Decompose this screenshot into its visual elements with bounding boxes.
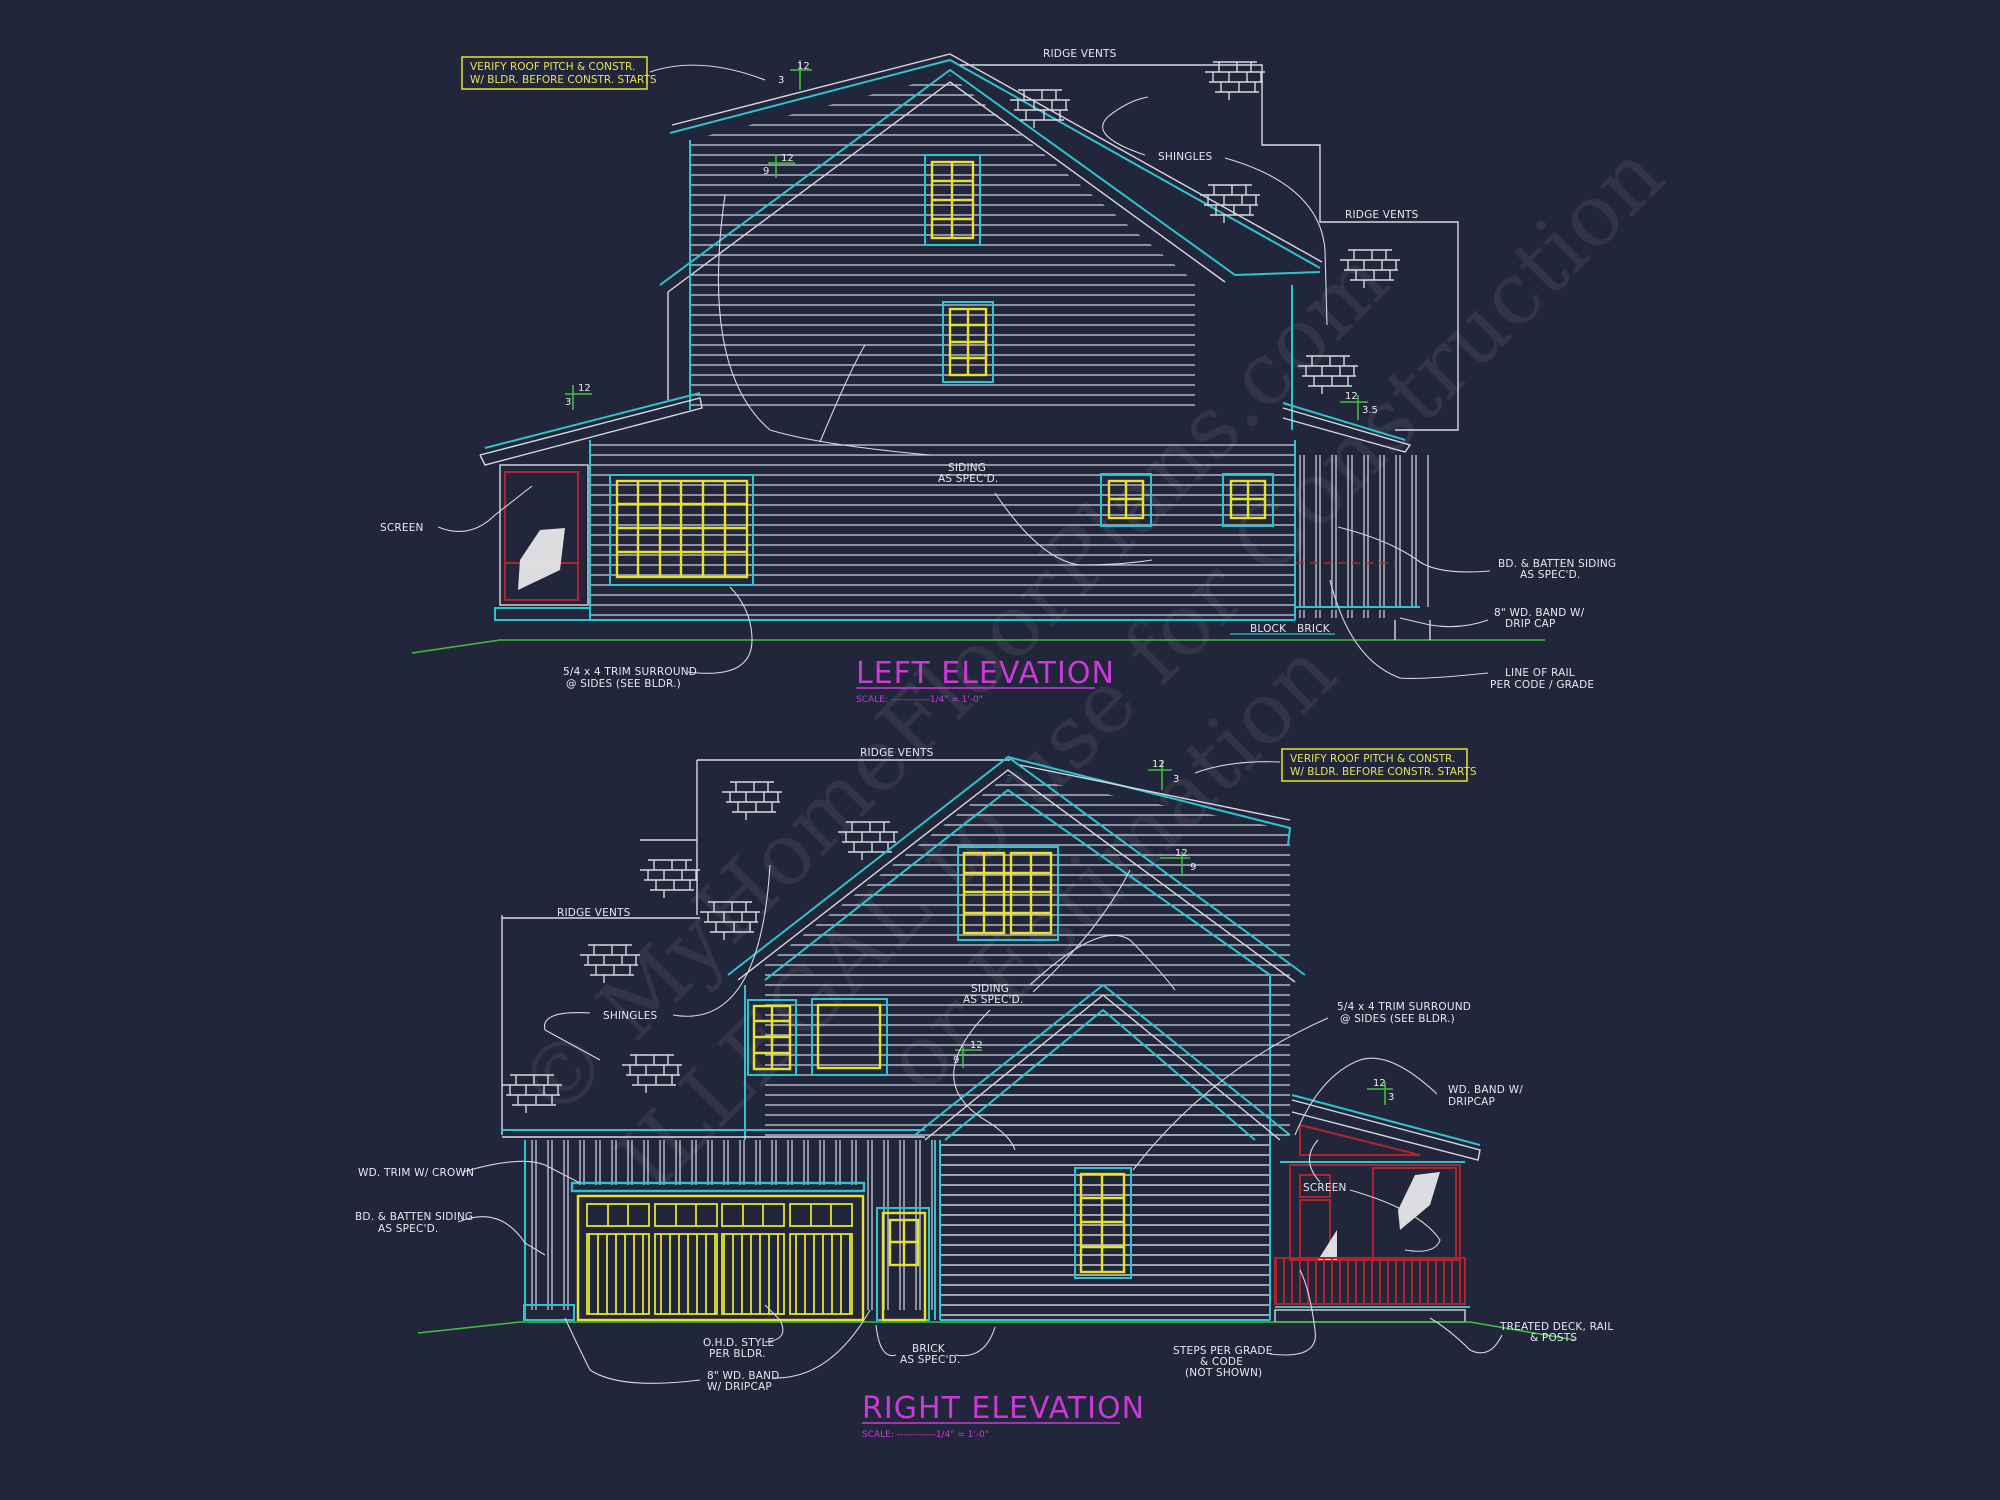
svg-text:3: 3 (778, 75, 784, 86)
left-screen-porch (499, 464, 589, 606)
label-line-of-rail: LINE OF RAIL (1505, 667, 1575, 679)
left-window-triple (609, 474, 754, 586)
svg-text:12: 12 (1373, 1078, 1386, 1089)
right-elevation: VERIFY ROOF PITCH & CONSTR. W/ BLDR. BEF… (355, 747, 1613, 1440)
label-siding: AS SPEC'D. (963, 994, 1023, 1006)
svg-text:3: 3 (1173, 774, 1179, 785)
label-treated-deck: TREATED DECK, RAIL (1499, 1321, 1613, 1333)
svg-text:12: 12 (1345, 391, 1358, 402)
label-block: BLOCK (1250, 623, 1287, 635)
left-elevation-title: LEFT ELEVATION (856, 656, 1115, 691)
label-screen: SCREEN (380, 522, 424, 534)
svg-text:3: 3 (1388, 1092, 1394, 1103)
label-ridge-vents: RIDGE VENTS (1043, 48, 1117, 60)
right-window-picture (811, 998, 888, 1076)
left-window-small-2 (1222, 473, 1274, 527)
svg-text:12: 12 (1152, 759, 1165, 770)
label-wd-band-dripcap: DRIPCAP (1448, 1096, 1495, 1108)
label-steps: STEPS PER GRADE (1173, 1345, 1273, 1357)
label-bd-batten: AS SPEC'D. (1520, 569, 1580, 581)
label-treated-deck: & POSTS (1530, 1332, 1577, 1344)
right-screen-porch (1274, 1094, 1481, 1323)
left-window-small-1 (1100, 473, 1152, 527)
left-note-box: VERIFY ROOF PITCH & CONSTR. W/ BLDR. BEF… (461, 56, 657, 90)
left-lower-siding (590, 440, 1295, 620)
right-note-box: VERIFY ROOF PITCH & CONSTR. W/ BLDR. BEF… (1281, 748, 1477, 782)
label-line-of-rail: PER CODE / GRADE (1490, 679, 1594, 691)
label-siding: SIDING (971, 983, 1009, 995)
label-band-drip: DRIP CAP (1505, 618, 1556, 630)
right-window-cross-gable (1074, 1167, 1132, 1279)
pitch-mark: 12 3 (1148, 759, 1179, 790)
right-ridge-vent-panel (501, 759, 1010, 1135)
svg-text:3.5: 3.5 (1362, 405, 1378, 416)
svg-text:VERIFY ROOF PITCH & CONSTR.: VERIFY ROOF PITCH & CONSTR. (1290, 753, 1455, 765)
label-brick: AS SPEC'D. (900, 1354, 960, 1366)
left-elevation-scale: SCALE: ------------1/4" = 1'-0" (856, 695, 983, 705)
svg-text:12: 12 (797, 61, 810, 72)
pitch-mark: 12 3 (778, 60, 812, 90)
label-wd-trim-crown: WD. TRIM W/ CROWN (358, 1167, 474, 1179)
right-grade-line (417, 1321, 1576, 1341)
label-wd-band-dripcap: WD. BAND W/ (1448, 1084, 1523, 1096)
svg-text:12: 12 (781, 153, 794, 164)
label-steps: & CODE (1200, 1356, 1243, 1368)
svg-text:9: 9 (763, 166, 769, 177)
svg-text:W/ BLDR. BEFORE CONSTR. STARTS: W/ BLDR. BEFORE CONSTR. STARTS (1290, 766, 1477, 778)
label-shingles: SHINGLES (1158, 151, 1213, 163)
label-ridge-vents: RIDGE VENTS (1345, 209, 1419, 221)
label-bd-batten: BD. & BATTEN SIDING (355, 1211, 473, 1223)
pitch-mark: 129 (1160, 848, 1196, 875)
svg-text:W/ BLDR. BEFORE CONSTR. STARTS: W/ BLDR. BEFORE CONSTR. STARTS (470, 74, 657, 86)
label-brick: BRICK (912, 1343, 946, 1355)
label-bd-batten: AS SPEC'D. (378, 1223, 438, 1235)
label-ohd-style: O.H.D. STYLE (703, 1337, 774, 1349)
label-siding: AS SPEC'D. (938, 473, 998, 485)
label-wd-band-drip: 8" WD. BAND (707, 1370, 780, 1382)
pitch-mark: 12 3 (565, 383, 592, 410)
label-brick: BRICK (1297, 623, 1331, 635)
pitch-mark: 123.5 (1340, 391, 1378, 420)
label-shingles: SHINGLES (603, 1010, 658, 1022)
label-ridge-vents: RIDGE VENTS (860, 747, 934, 759)
pitch-mark: 123 (1367, 1078, 1394, 1105)
svg-text:12: 12 (1175, 848, 1188, 859)
svg-text:3: 3 (565, 397, 571, 408)
label-trim-surround: 5/4 x 4 TRIM SURROUND (563, 666, 697, 678)
left-elevation: VERIFY ROOF PITCH & CONSTR. W/ BLDR. BEF… (380, 48, 1616, 705)
label-trim-surround: @ SIDES (SEE BLDR.) (1340, 1013, 1455, 1025)
label-wd-band-drip: W/ DRIPCAP (707, 1381, 772, 1393)
svg-text:12: 12 (578, 383, 591, 394)
label-trim-surround: @ SIDES (SEE BLDR.) (566, 678, 681, 690)
label-ohd-style: PER BLDR. (709, 1348, 766, 1360)
right-window-small-left (747, 999, 797, 1076)
svg-text:12: 12 (970, 1040, 983, 1051)
garage-door (570, 1181, 866, 1322)
left-window-mid (942, 301, 994, 383)
label-screen: SCREEN (1303, 1182, 1347, 1194)
pitch-mark: 12 9 (763, 153, 795, 178)
label-bd-batten: BD. & BATTEN SIDING (1498, 558, 1616, 570)
svg-text:9: 9 (1190, 862, 1196, 873)
left-ridge-vent-panel (960, 64, 1459, 431)
svg-text:VERIFY ROOF PITCH & CONSTR.: VERIFY ROOF PITCH & CONSTR. (470, 61, 635, 73)
label-steps: (NOT SHOWN) (1185, 1367, 1262, 1379)
label-trim-surround: 5/4 x 4 TRIM SURROUND (1337, 1001, 1471, 1013)
label-band-drip: 8" WD. BAND W/ (1494, 607, 1585, 619)
brick-icon (1204, 61, 1266, 101)
label-ridge-vents: RIDGE VENTS (557, 907, 631, 919)
left-upper-story (659, 53, 1323, 430)
left-bd-batten-porch (1296, 455, 1431, 607)
left-grade-line (411, 639, 1545, 654)
label-siding: SIDING (948, 462, 986, 474)
right-window-gable-double (957, 846, 1059, 941)
right-elevation-title: RIGHT ELEVATION (862, 1391, 1145, 1426)
right-elevation-scale: SCALE: ------------1/4" = 1'-0" (862, 1430, 989, 1440)
entry-door (876, 1207, 930, 1322)
left-window-upper-gable (924, 154, 981, 246)
